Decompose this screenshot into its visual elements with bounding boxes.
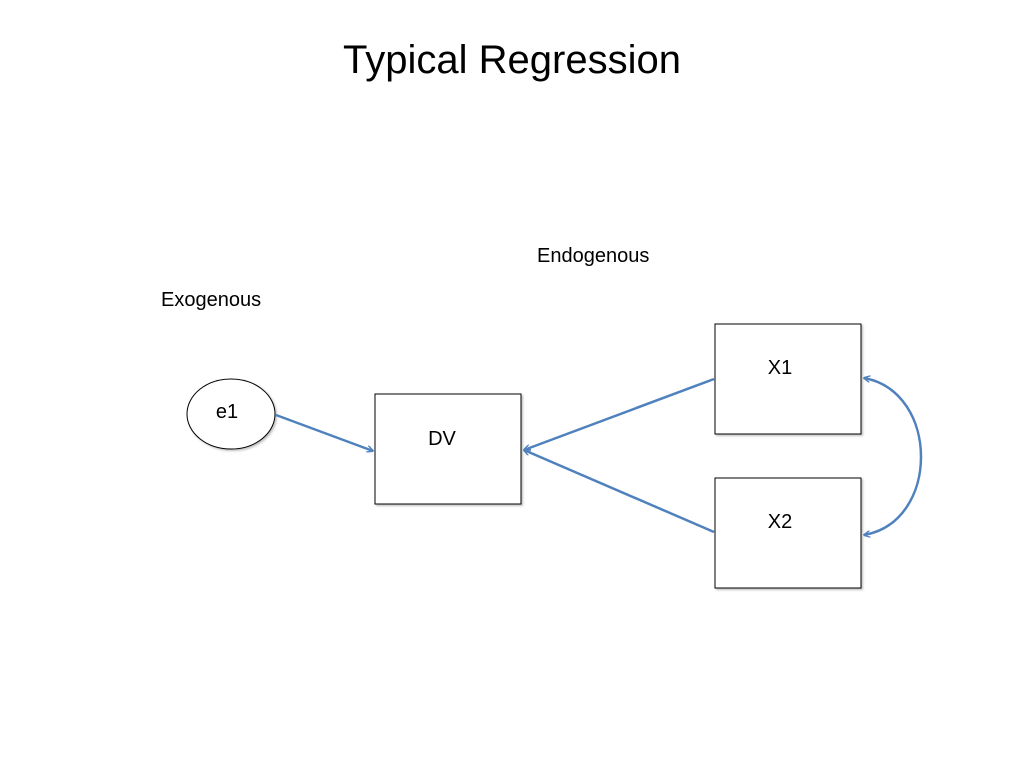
edge-e1-to-dv xyxy=(275,413,373,451)
node-dv-label: DV xyxy=(428,428,456,450)
edge-x1-x2-covariance xyxy=(864,378,923,535)
node-e1: e1 xyxy=(186,378,276,450)
slide-title: Typical Regression xyxy=(343,38,681,82)
node-x1: X1 xyxy=(714,323,862,435)
endogenous-label: Endogenous xyxy=(537,245,650,267)
node-x1-label: X1 xyxy=(768,357,792,379)
node-e1-label: e1 xyxy=(216,401,238,423)
node-x2-label: X2 xyxy=(768,511,792,533)
exogenous-label: Exogenous xyxy=(161,289,262,311)
node-dv: DV xyxy=(374,393,522,505)
edge-x1-to-dv xyxy=(524,377,715,450)
node-x2: X2 xyxy=(714,477,862,589)
edge-x2-to-dv xyxy=(524,450,715,534)
